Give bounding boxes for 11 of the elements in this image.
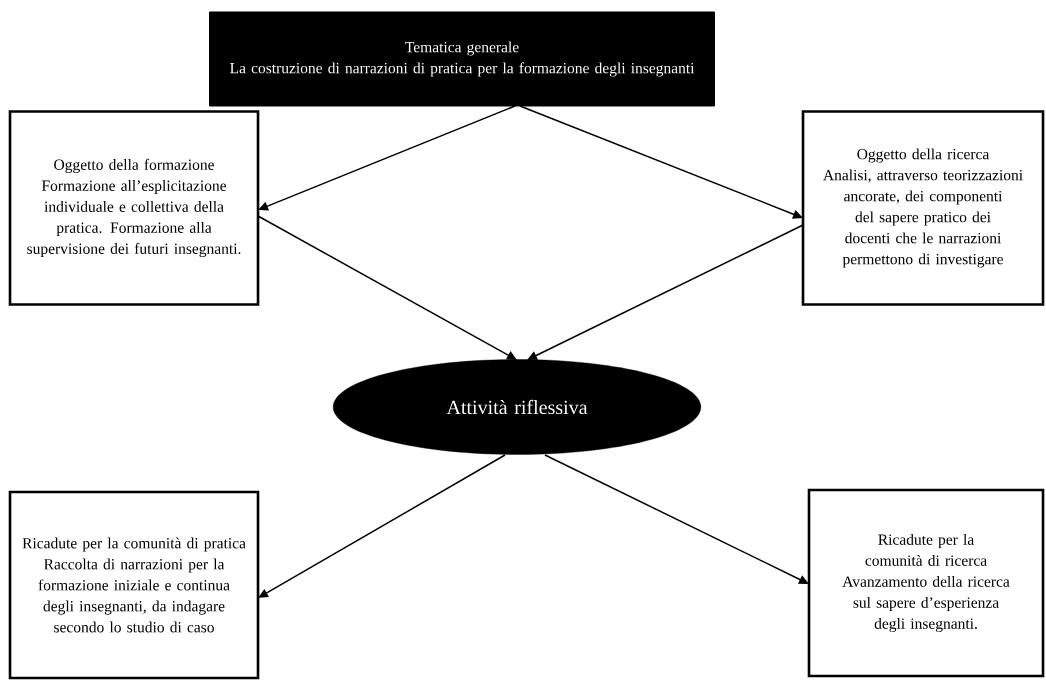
text-box: Oggetto della formazione Formazione all’esplicitazione individuale e collettiva della pratica. Formazione alla supervisione dei futuri insegnanti. xyxy=(8,110,260,306)
text-box: Ricadute per la comunità di ricerca Avanzamento della ricerca sul sapere d’esperienza degli insegnanti. xyxy=(807,488,1045,678)
arrow xyxy=(258,454,506,598)
arrow xyxy=(258,105,516,211)
arrow xyxy=(519,105,803,219)
arrow xyxy=(527,224,804,360)
arrow xyxy=(544,454,809,584)
text-box: Ricadute per la comunità di pratica Raccolta di narrazioni per la formazione iniziale e continua degli insegnanti, da indagare secondo lo studio di caso xyxy=(8,490,260,680)
arrow xyxy=(257,215,517,360)
text-box: Oggetto della ricerca Analisi, attraverso teorizzazioni ancorate, dei componenti del sapere pratico dei docenti che le narrazioni permettono di investigare xyxy=(801,110,1045,306)
title-box: Tematica generale La costruzione di narrazioni di pratica per la formazione degli insegnanti xyxy=(209,11,715,107)
